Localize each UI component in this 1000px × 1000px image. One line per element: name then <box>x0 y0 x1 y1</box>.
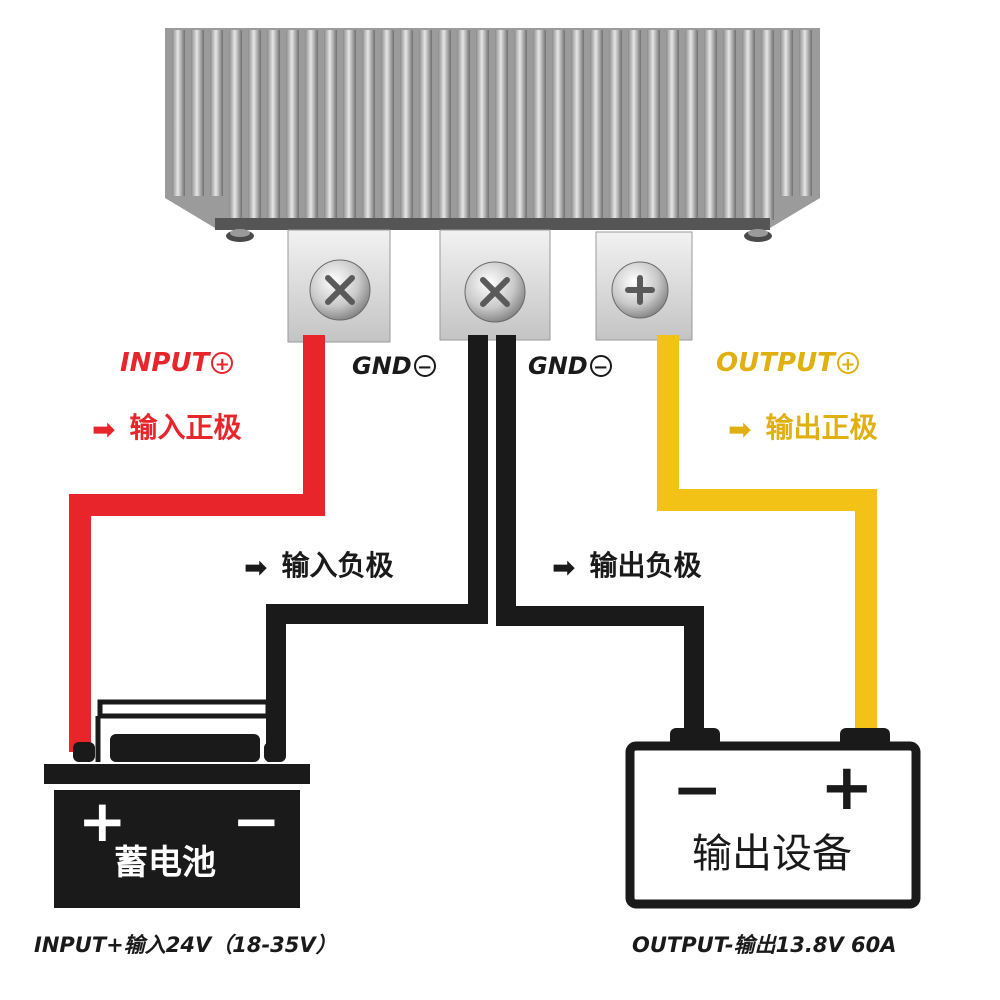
heatsink-fin <box>381 30 394 220</box>
heatsink-fin <box>495 30 508 220</box>
heatsink-fin <box>723 30 736 220</box>
heatsink-fin <box>400 30 413 220</box>
heatsink-fin <box>666 30 679 220</box>
gnd-right-label: GND− <box>528 354 612 378</box>
plus-circle-icon: + <box>211 352 234 375</box>
arrow-right-icon: ➡ <box>244 551 268 584</box>
output-positive-cn-label: ➡ 输出正极 <box>728 414 877 444</box>
heatsink-fin <box>609 30 622 220</box>
minus-circle-icon: − <box>589 355 612 378</box>
output-negative-wire <box>496 335 704 742</box>
input-plus-text: INPUT <box>120 348 210 378</box>
heatsink-fin <box>704 30 717 220</box>
heatsink-fin <box>761 30 774 220</box>
input-positive-cn-text: 输入正极 <box>129 411 242 444</box>
output-spec: OUTPUT-输出13.8V 60A <box>632 933 897 957</box>
terminal-input-plus <box>287 229 391 343</box>
battery-name: 蓄电池 <box>114 843 216 883</box>
gnd-left-label: GND− <box>352 354 436 378</box>
heatsink-fin <box>590 30 603 220</box>
input-negative-wire <box>266 335 488 752</box>
heatsink-fin <box>419 30 432 220</box>
device-minus-sign: − <box>672 755 723 825</box>
heatsink-fin <box>305 30 318 220</box>
heatsink-fin <box>742 30 755 220</box>
heatsink-fin <box>343 30 356 220</box>
heatsink-fin <box>552 30 565 220</box>
heatsink-fin <box>438 30 451 220</box>
device-plus-sign: + <box>820 751 874 825</box>
device-name: 输出设备 <box>692 831 852 877</box>
output-positive-wire <box>657 335 877 742</box>
heatsink-fin <box>799 30 812 196</box>
heatsink-fin <box>172 30 185 196</box>
output-plus-label: OUTPUT+ <box>716 350 859 376</box>
output-negative-cn-text: 输出负极 <box>589 549 702 582</box>
arrow-right-icon: ➡ <box>552 551 576 584</box>
arrow-right-icon: ➡ <box>92 413 116 446</box>
heatsink-fin <box>324 30 337 220</box>
minus-circle-icon: − <box>413 355 436 378</box>
output-positive-cn-text: 输出正极 <box>765 411 878 444</box>
input-positive-cn-label: ➡ 输入正极 <box>92 414 241 444</box>
heatsink-fin <box>191 30 204 196</box>
heatsink-fin <box>267 30 280 220</box>
output-plus-text: OUTPUT <box>716 348 835 378</box>
wires <box>69 335 877 752</box>
heatsink-fin <box>628 30 641 220</box>
heatsink-fin <box>362 30 375 220</box>
input-negative-cn-label: ➡ 输入负极 <box>244 552 393 582</box>
heatsink-fin <box>229 30 242 220</box>
input-positive-wire <box>69 335 325 752</box>
heatsink-fin <box>514 30 527 220</box>
heatsink <box>165 28 820 242</box>
gnd-left-text: GND <box>352 352 412 380</box>
battery <box>44 699 310 908</box>
heatsink-fin <box>210 30 223 196</box>
output-device <box>625 728 921 909</box>
battery-plus-sign: + <box>78 787 127 855</box>
terminal-output-plus <box>595 231 693 341</box>
heatsink-fin <box>457 30 470 220</box>
heatsink-fin <box>780 30 793 196</box>
output-negative-cn-label: ➡ 输出负极 <box>552 552 701 582</box>
gnd-right-text: GND <box>528 352 588 380</box>
input-plus-label: INPUT+ <box>120 348 234 378</box>
arrow-right-icon: ➡ <box>728 413 752 446</box>
heatsink-fin <box>248 30 261 220</box>
heatsink-fin <box>571 30 584 220</box>
input-spec: INPUT+输入24V（18-35V） <box>34 933 337 957</box>
input-negative-cn-text: 输入负极 <box>281 549 394 582</box>
heatsink-fin <box>533 30 546 220</box>
heatsink-fin <box>286 30 299 220</box>
plus-circle-icon: + <box>836 352 859 375</box>
heatsink-fin <box>647 30 660 220</box>
heatsink-fin <box>685 30 698 220</box>
battery-terminal-minus <box>264 742 286 762</box>
battery-terminal-plus <box>73 742 95 762</box>
terminal-ground <box>439 229 551 341</box>
heatsink-fin <box>476 30 489 220</box>
battery-minus-sign: − <box>232 787 281 855</box>
